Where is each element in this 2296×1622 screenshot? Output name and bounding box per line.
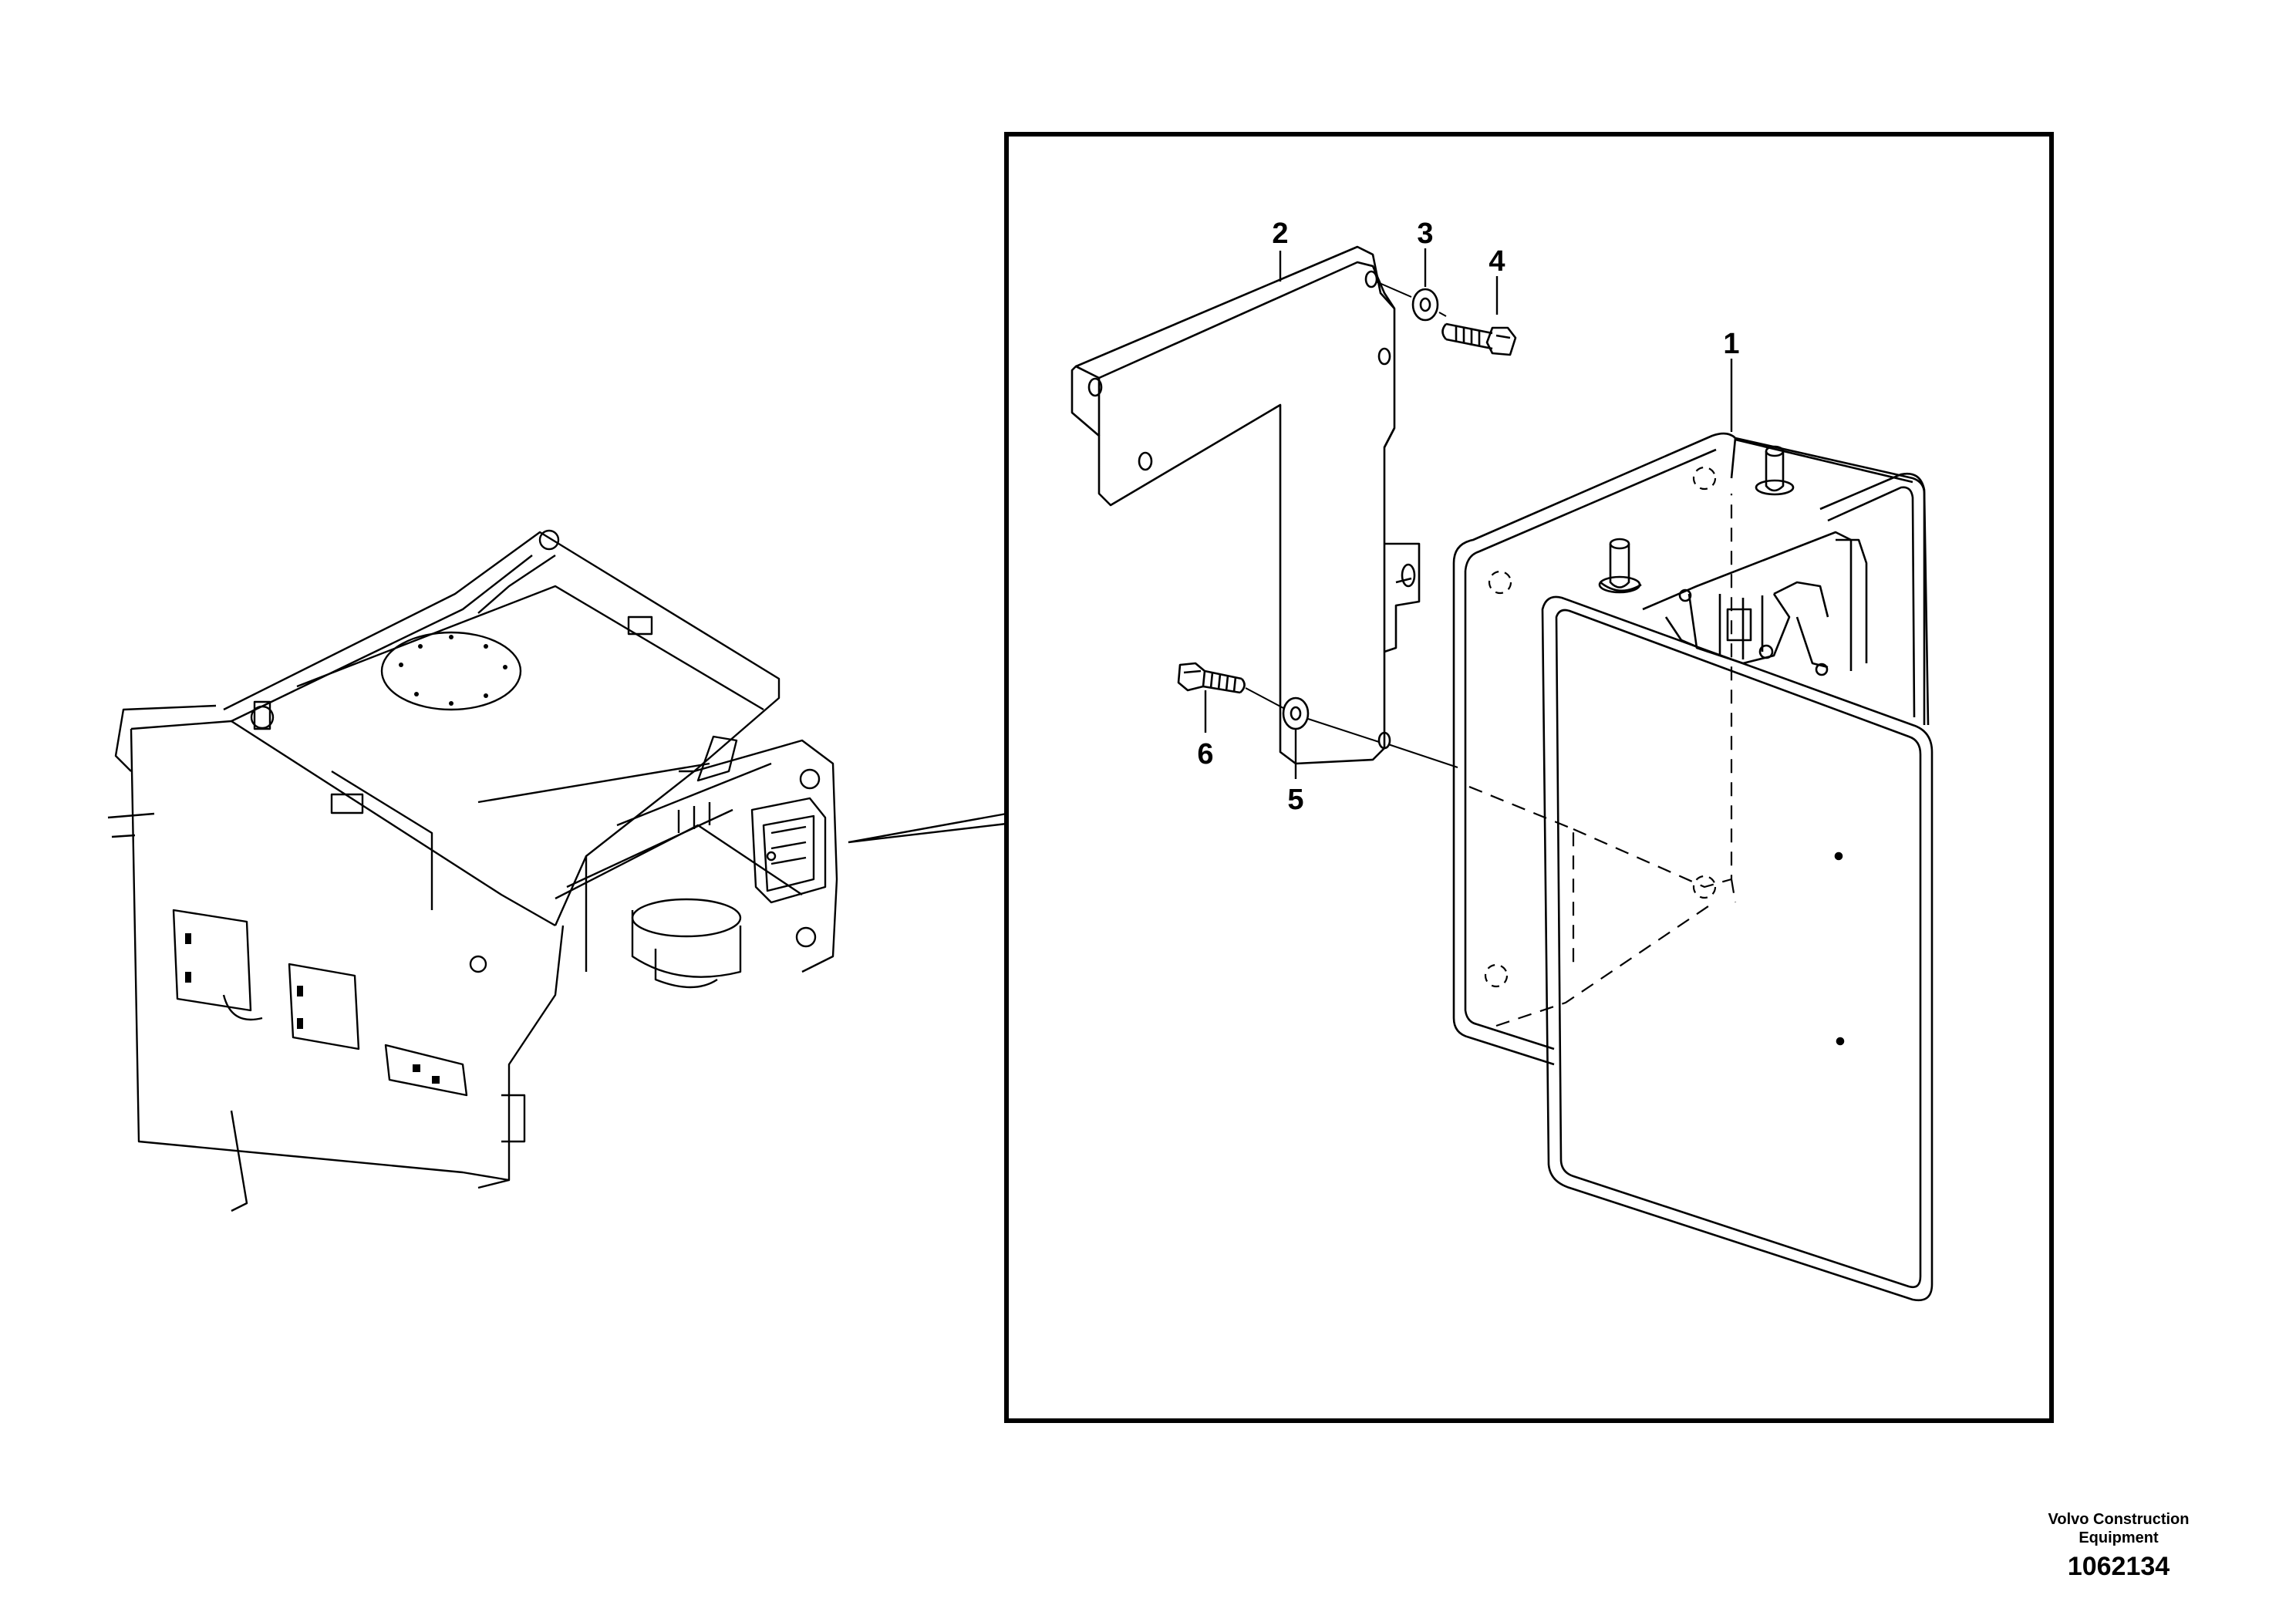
control-box-part-1 [1452,432,1934,1302]
bolt-part-4 [1441,322,1517,356]
callout-label-1: 1 [1723,328,1739,360]
manufacturer-credit: Volvo Construction Equipment [2003,1510,2234,1547]
assembly-axis-upper [1375,281,1447,317]
callout-label-5: 5 [1287,784,1303,816]
washer-part-3 [1411,288,1439,322]
assembly-axis-box [1387,744,1458,768]
callout-leaders [1204,248,1733,779]
washer-part-5 [1282,696,1310,730]
callout-label-3: 3 [1417,218,1433,250]
bracket-part-2 [1070,245,1421,765]
callout-labels: 2 3 4 1 5 6 [1197,218,1739,816]
assembly-axis-lower [1245,687,1380,743]
company-name-line2: Equipment [2079,1529,2159,1546]
bolt-part-6 [1177,662,1246,694]
callout-label-6: 6 [1197,738,1213,771]
detail-inset-frame [1004,132,2054,1423]
machine-frame-overview [107,529,838,1212]
callout-label-4: 4 [1489,245,1505,278]
company-name-line1: Volvo Construction [2048,1511,2190,1528]
inset-pointer [848,812,1007,844]
callout-label-2: 2 [1272,218,1288,250]
drawing-number: 1062134 [2067,1552,2170,1581]
